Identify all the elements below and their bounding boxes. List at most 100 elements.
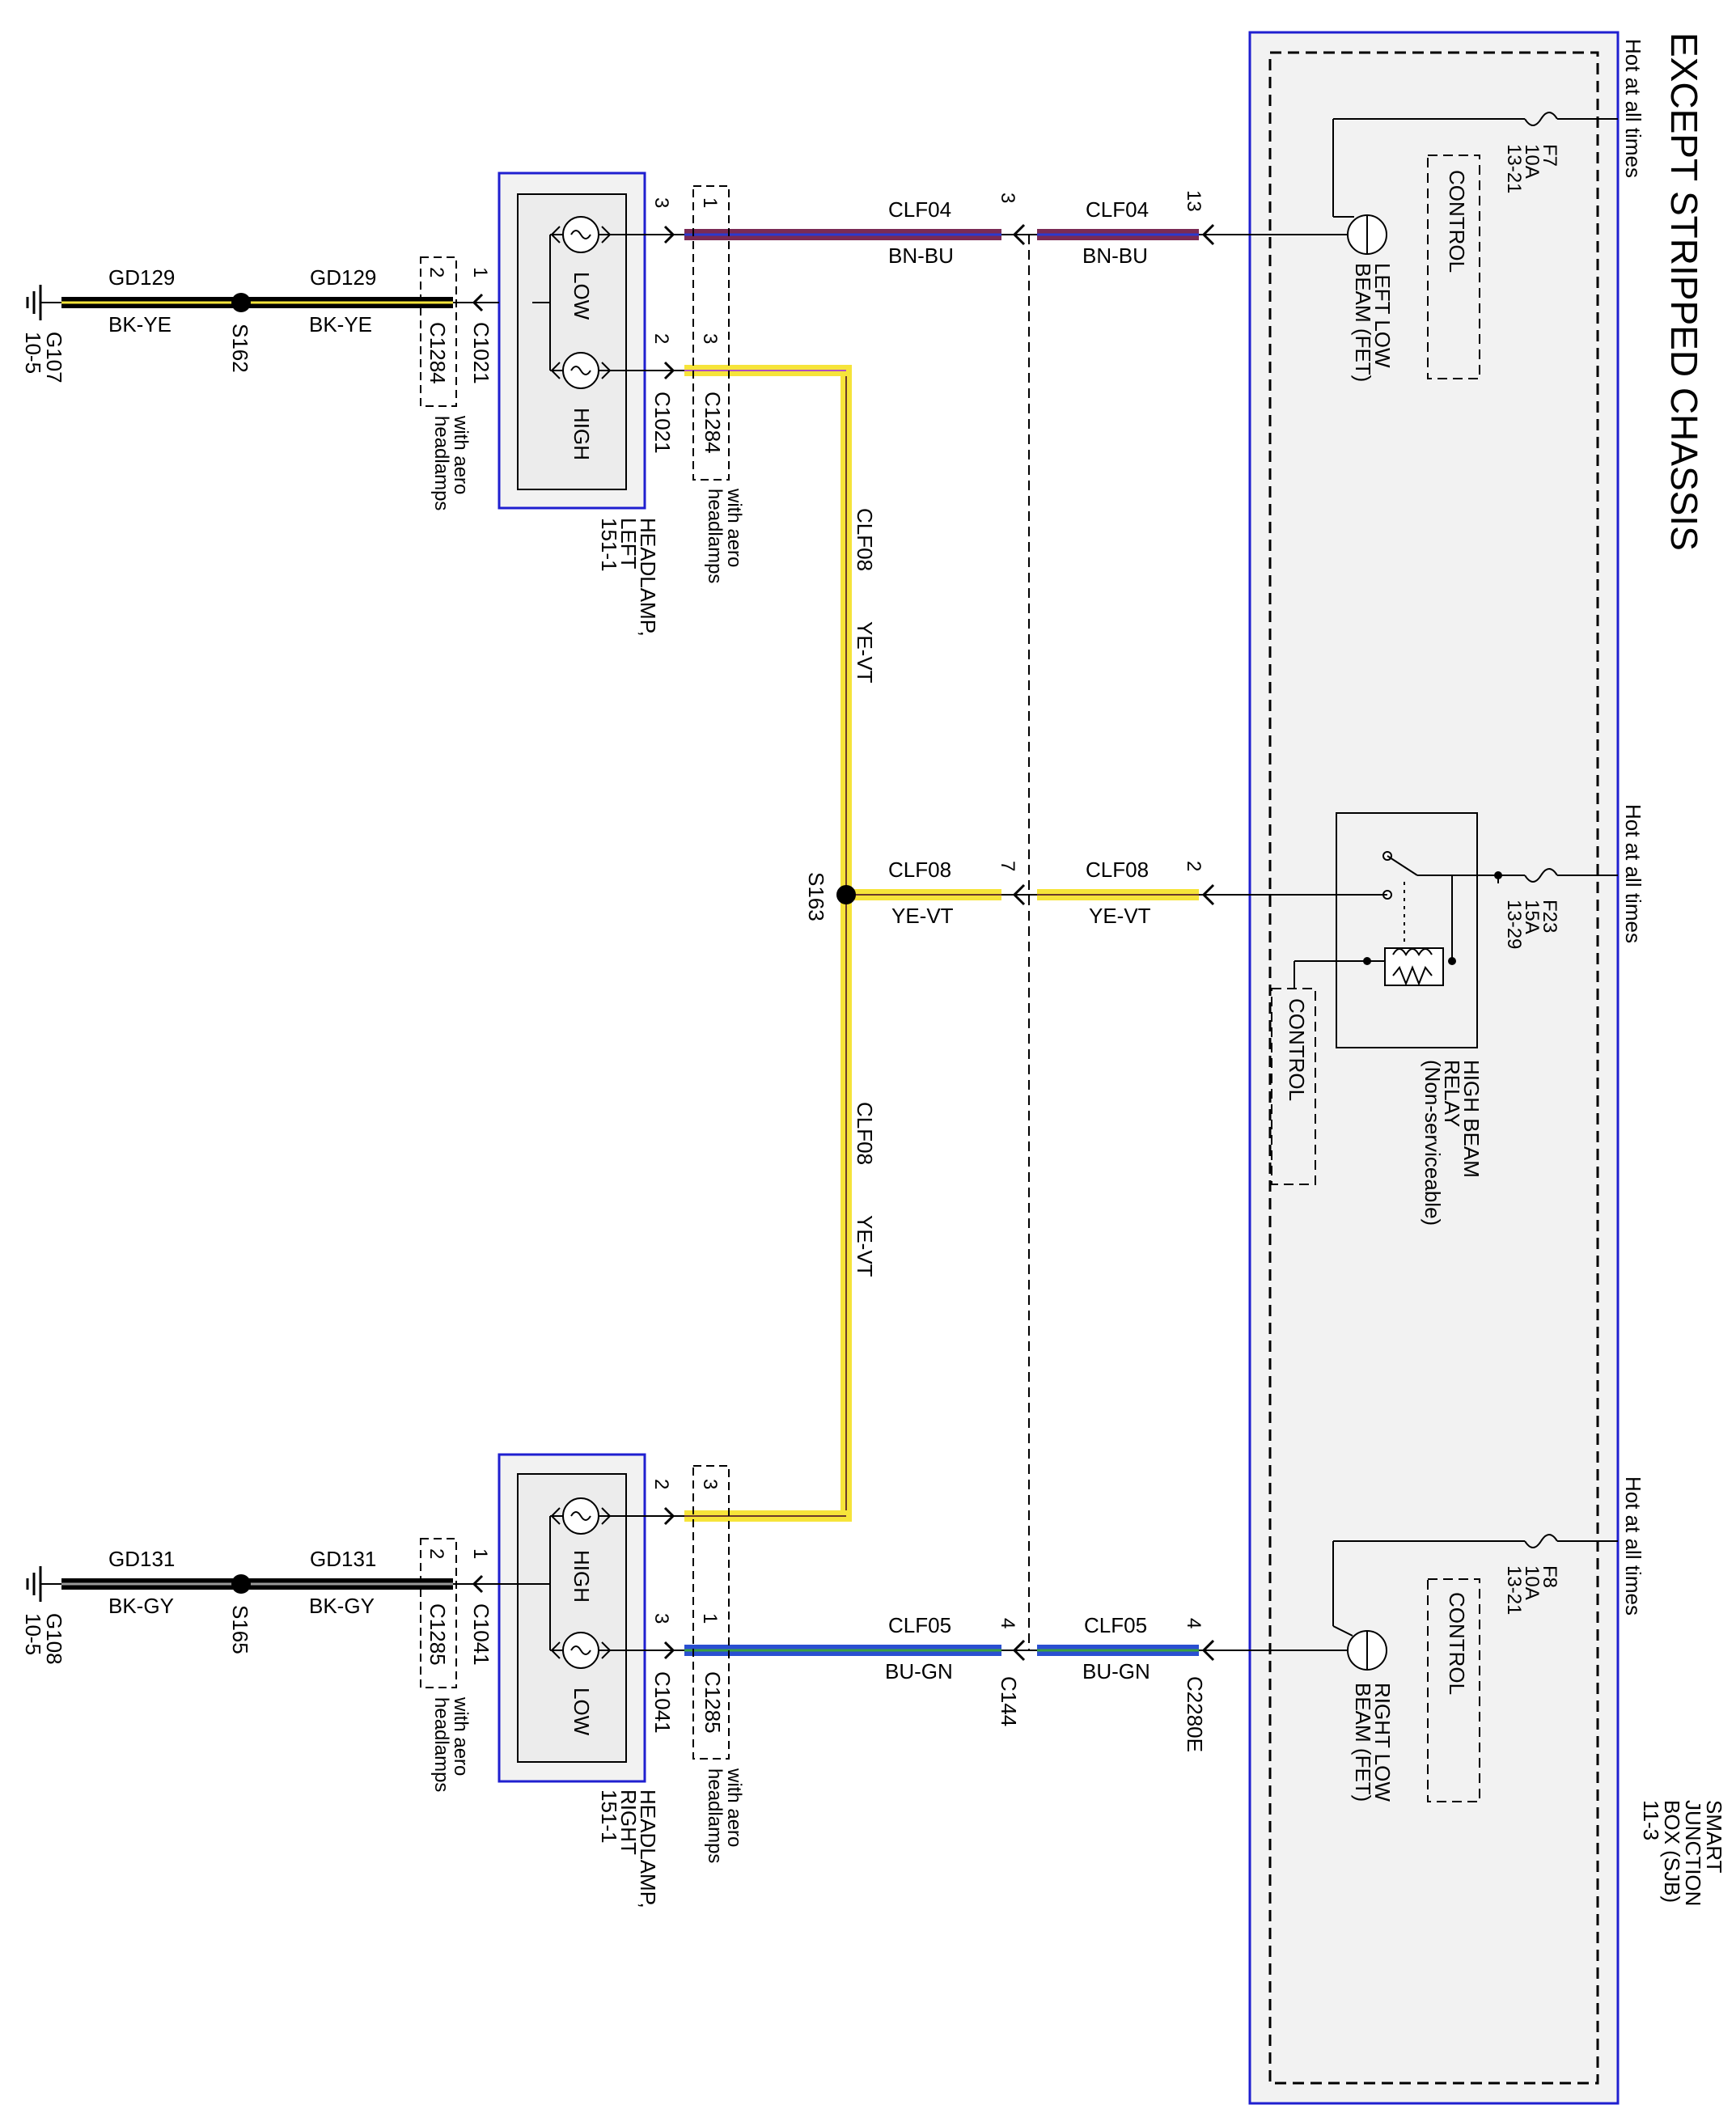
c1021-pin-3: 3 <box>650 197 672 208</box>
diagram-title: EXCEPT STRIPPED CHASSIS <box>1663 32 1705 551</box>
aero-label-4b: headlamps <box>430 1697 452 1792</box>
headlamp-left: LOW HIGH HEADLAMP, LEFT 151-1 3 2 C1021 … <box>420 172 745 637</box>
clf04-circuit-left: CLF04 <box>888 197 951 222</box>
right-fet-label-2: BEAM (FET) <box>1351 1683 1375 1802</box>
clf08-circuit-mid: CLF08 <box>888 858 951 882</box>
c1285-pin-2: 2 <box>426 1548 447 1559</box>
control-box-2 <box>1271 988 1316 1185</box>
clf05-color-right: BU-GN <box>1082 1659 1150 1683</box>
c1021-pin-2: 2 <box>650 333 672 344</box>
clf08-color-vert-2: YE-VT <box>853 1215 877 1277</box>
aero-label-1b: headlamps <box>704 489 726 583</box>
gd129-color-right: BK-YE <box>309 312 372 337</box>
clf08-color-vert-1: YE-VT <box>853 621 877 684</box>
hot-label-3: Hot at all times <box>1621 1476 1645 1616</box>
c1021-label-right: C1021 <box>650 392 675 454</box>
gd131-circuit-left: GD131 <box>108 1547 175 1571</box>
relay-label-1: HIGH BEAM <box>1459 1060 1484 1178</box>
clf04-color-right: BN-BU <box>1082 244 1148 268</box>
headlamp-right-high-label: HIGH <box>569 1550 594 1603</box>
c1041-pin-3: 3 <box>650 1613 672 1624</box>
ground-g107-label: G107 <box>42 332 66 383</box>
headlamp-right-label-3: 151-1 <box>597 1789 621 1844</box>
right-fet-label-1: RIGHT LOW <box>1370 1683 1395 1802</box>
clf08-color-mid: YE-VT <box>891 904 954 928</box>
sjb-inner-dashed <box>1268 51 1599 2085</box>
clf04-color-left: BN-BU <box>888 244 954 268</box>
clf08-color-right: YE-VT <box>1089 904 1151 928</box>
headlamp-left-low-label: LOW <box>569 272 594 320</box>
fuse-f8: F8 10A 13-21 <box>1332 1534 1618 1626</box>
c1284-pin-3: 3 <box>699 333 721 344</box>
c1021-pin-1: 1 <box>469 267 491 277</box>
fuse-f23-rating: 15A <box>1521 900 1543 934</box>
aero-label-4a: with aero <box>450 1696 472 1776</box>
fuse-f23-ref: 13-29 <box>1503 900 1525 949</box>
gd131-circuit-right: GD131 <box>310 1547 376 1571</box>
c1285-pin-3: 3 <box>699 1479 721 1489</box>
clf05-circuit-left: CLF05 <box>888 1613 951 1637</box>
c1041-label-left: C1041 <box>469 1603 493 1666</box>
clf08-circuit-vert-2: CLF08 <box>853 1102 877 1165</box>
fuse-f8-rating: 10A <box>1521 1565 1543 1600</box>
c1284-label-left: C1284 <box>426 322 450 384</box>
fuse-f7: F7 10A 13-21 <box>1332 112 1618 217</box>
gd129-circuit-left: GD129 <box>108 265 175 290</box>
control-box-1 <box>1427 155 1480 379</box>
aero-label-1a: with aero <box>723 488 745 567</box>
sjb-label-4: 11-3 <box>1639 1800 1663 1840</box>
c144-pin-7: 7 <box>997 861 1018 871</box>
c1041-pin-2: 2 <box>650 1479 672 1489</box>
wire-clf04: CLF04 BN-BU CLF04 BN-BU <box>684 197 1234 268</box>
left-fet-label-2: BEAM (FET) <box>1351 263 1375 382</box>
right-low-beam-fet: RIGHT LOW BEAM (FET) <box>1234 1625 1395 1802</box>
control-label-2: CONTROL <box>1285 998 1309 1101</box>
ground-g107-ref: 10-5 <box>21 332 45 374</box>
c1041-label-right: C1041 <box>650 1671 675 1734</box>
clf08-circuit-vert-1: CLF08 <box>853 508 877 571</box>
headlamp-left-label-2: LEFT <box>616 518 641 570</box>
c1285-label-right: C1285 <box>701 1671 725 1734</box>
sjb-label-2: JUNCTION <box>1681 1800 1705 1906</box>
headlamp-right-low-label: LOW <box>569 1688 594 1736</box>
smart-junction-box: SMART JUNCTION BOX (SJB) 11-3 Hot at all… <box>1183 31 1726 2105</box>
splice-s165-dot <box>231 1574 251 1594</box>
connector-c144: 3 7 4 C144 <box>997 193 1030 1726</box>
wire-clf08: CLF08 YE-VT CLF08 YE-VT CLF08 YE-VT CLF0… <box>684 365 1234 1522</box>
c1285-label-left: C1285 <box>426 1603 450 1666</box>
c1021-label-left: C1021 <box>469 322 493 384</box>
sjb-label-3: BOX (SJB) <box>1660 1800 1684 1903</box>
aero-label-3a: with aero <box>723 1768 745 1847</box>
clf05-color-left: BU-GN <box>885 1659 953 1683</box>
c1284-label-right: C1284 <box>701 392 725 454</box>
sjb-pin-13: 13 <box>1183 190 1205 212</box>
c1285-pin-1: 1 <box>699 1613 721 1624</box>
left-low-beam-fet: LEFT LOW BEAM (FET) <box>1234 214 1395 382</box>
c144-label: C144 <box>997 1676 1021 1726</box>
aero-label-2a: with aero <box>450 415 472 494</box>
splice-s163-label: S163 <box>804 872 828 921</box>
aero-label-3b: headlamps <box>704 1768 726 1863</box>
sjb-pin-2: 2 <box>1183 861 1205 871</box>
control-label-3: CONTROL <box>1445 1592 1469 1695</box>
splice-s162-label: S162 <box>228 324 252 373</box>
clf04-circuit-right: CLF04 <box>1086 197 1149 222</box>
wire-gd129: GD129 BK-YE GD129 BK-YE S162 G107 10-5 <box>21 265 453 383</box>
c1284-pin-1: 1 <box>699 197 721 208</box>
wire-clf05: CLF05 BU-GN CLF05 BU-GN <box>684 1613 1234 1683</box>
c1041-pin-1: 1 <box>469 1548 491 1559</box>
aero-label-2b: headlamps <box>430 416 452 510</box>
headlamp-right: HIGH LOW HEADLAMP, RIGHT 151-1 2 3 C1041… <box>420 1453 745 1908</box>
sjb-connector-c2280e: C2280E <box>1183 1676 1207 1752</box>
control-box-3 <box>1427 1578 1480 1802</box>
sjb-label-1: SMART <box>1702 1800 1726 1874</box>
c144-pin-3: 3 <box>997 193 1018 203</box>
fuse-f8-ref: 13-21 <box>1503 1565 1525 1615</box>
fuse-f7-ref: 13-21 <box>1503 144 1525 193</box>
relay-label-3: (Non-serviceable) <box>1421 1060 1445 1226</box>
ground-g108-label: G108 <box>42 1613 66 1665</box>
sjb-pin-4: 4 <box>1183 1618 1205 1628</box>
fuse-f23: F23 15A 13-29 <box>1490 868 1618 949</box>
gd129-color-left: BK-YE <box>108 312 171 337</box>
